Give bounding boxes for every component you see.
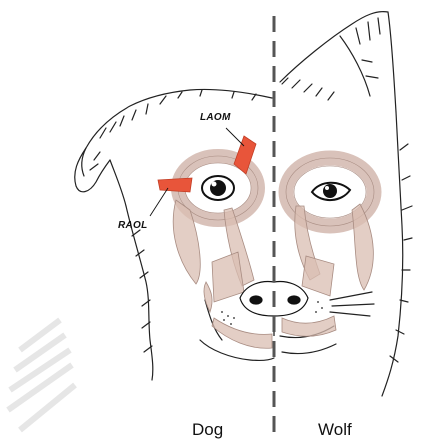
raol-leader-line [150, 188, 168, 216]
laom-label: LAOM [200, 112, 231, 123]
wolf-head-outline [280, 12, 412, 396]
laom-leader-line [226, 128, 244, 146]
background-watermark [8, 320, 75, 430]
dog-label: Dog [192, 420, 223, 440]
raol-muscle [158, 178, 192, 192]
wolf-eye [312, 183, 350, 200]
wolf-label: Wolf [318, 420, 352, 440]
raol-label: RAOL [118, 220, 148, 231]
dog-eye [202, 176, 234, 200]
